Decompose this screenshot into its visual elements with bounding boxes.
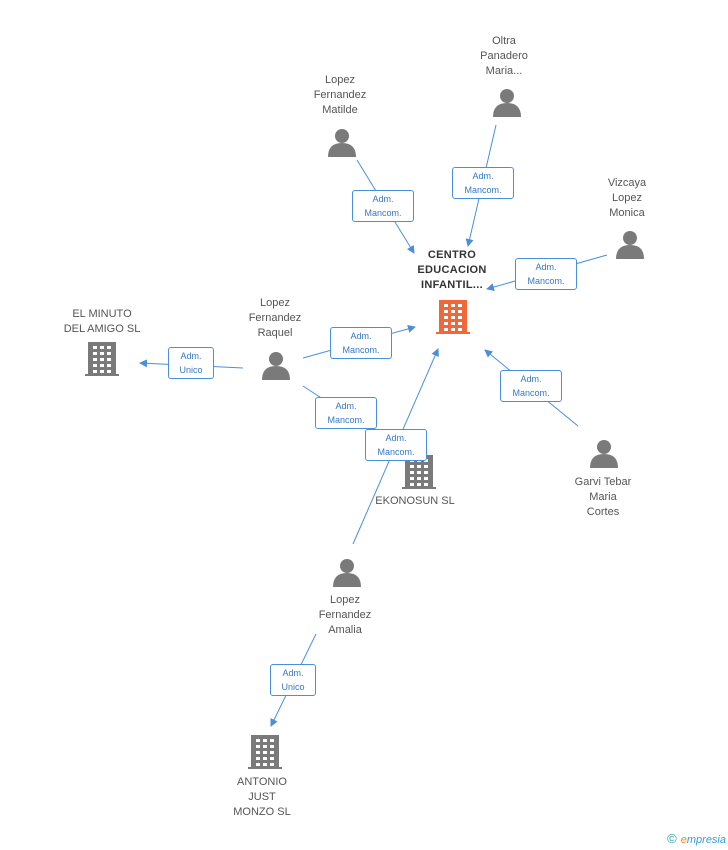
person-icon-vizcaya[interactable] (616, 231, 644, 259)
building-icon-minuto[interactable] (85, 342, 119, 376)
person-label-oltra[interactable]: Oltra Panadero Maria... (480, 35, 528, 77)
person-icon-garvi[interactable] (590, 440, 618, 468)
person-label-garvi[interactable]: Garvi Tebar Maria Cortes (574, 476, 632, 518)
building-icon-antonio[interactable] (248, 735, 282, 769)
company-label-ekonosun[interactable]: EKONOSUN SL (375, 495, 455, 507)
edge-label-raquel-ekonosun[interactable]: Adm.Mancom. (315, 397, 377, 429)
person-icon-raquel[interactable] (262, 352, 290, 380)
edge-label-amalia-center[interactable]: Adm.Mancom. (365, 429, 427, 461)
person-icon-matilde[interactable] (328, 129, 356, 157)
edge-label-garvi[interactable]: Adm.Mancom. (500, 370, 562, 402)
person-label-raquel[interactable]: Lopez Fernandez Raquel (248, 297, 302, 339)
edge-label-raquel-center[interactable]: Adm.Mancom. (330, 327, 392, 359)
edge-label-vizcaya[interactable]: Adm.Mancom. (515, 258, 577, 290)
center-company-label[interactable]: CENTRO EDUCACION INFANTIL... (417, 249, 487, 291)
company-label-minuto[interactable]: EL MINUTO DEL AMIGO SL (63, 308, 141, 335)
person-label-vizcaya[interactable]: Vizcaya Lopez Monica (607, 177, 647, 219)
building-icon-center[interactable] (436, 300, 470, 334)
person-icon-amalia[interactable] (333, 559, 361, 587)
empresia-logo: empresia (680, 834, 726, 846)
person-label-matilde[interactable]: Lopez Fernandez Matilde (313, 74, 367, 116)
edge-label-matilde[interactable]: Adm.Mancom. (352, 190, 414, 222)
edge-label-amalia-antonio[interactable]: Adm.Unico (270, 664, 316, 696)
empresia-footer[interactable]: ©empresia (667, 831, 726, 846)
edge-label-raquel-minuto[interactable]: Adm.Unico (168, 347, 214, 379)
edge-label-oltra[interactable]: Adm.Mancom. (452, 167, 514, 199)
company-label-antonio[interactable]: ANTONIO JUST MONZO SL (233, 776, 291, 818)
person-label-amalia[interactable]: Lopez Fernandez Amalia (318, 594, 372, 636)
person-icon-oltra[interactable] (493, 89, 521, 117)
copyright-icon: © (667, 831, 677, 846)
